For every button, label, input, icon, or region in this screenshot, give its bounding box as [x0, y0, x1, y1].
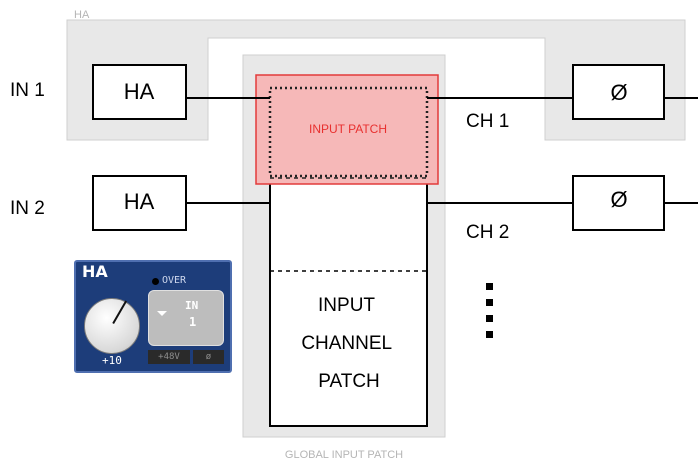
over-led-icon — [152, 278, 159, 285]
over-label: OVER — [162, 275, 187, 286]
phase-box-1 — [572, 64, 665, 120]
input-label-1: IN 1 — [10, 80, 45, 101]
ha-region — [66, 19, 686, 141]
channel-patch-text: INPUT CHANNEL PATCH — [301, 295, 396, 392]
phase-box-2-symbol: Ø — [610, 187, 627, 212]
input-patch-box — [255, 74, 439, 185]
phase-box-2 — [572, 175, 665, 231]
ha-region-label: HA — [74, 9, 90, 21]
channel-label-2: CH 2 — [466, 222, 509, 243]
global-input-patch-label: GLOBAL INPUT PATCH — [285, 449, 403, 461]
ha-box-2-label: HA — [124, 189, 155, 214]
ha-box-2 — [92, 175, 187, 231]
patch-label-bottom: 1 — [189, 315, 197, 329]
phantom-power-button[interactable]: +48V — [148, 350, 190, 364]
patch-label-top: IN — [185, 299, 199, 312]
patch-dropdown-icon — [157, 311, 167, 316]
vertical-dots-icon — [486, 283, 493, 338]
phase-button[interactable]: ø — [193, 350, 224, 364]
gain-value: +10 — [102, 354, 122, 367]
ha-box-1-label: HA — [124, 79, 155, 104]
ha-widget-title: HA — [82, 262, 108, 281]
phase-box-1-symbol: Ø — [610, 80, 627, 105]
gain-knob[interactable] — [84, 298, 140, 354]
input-label-2: IN 2 — [10, 198, 45, 219]
input-patch-dotted-box — [268, 86, 429, 178]
input-patch-button[interactable]: IN 1 — [148, 290, 224, 346]
input-patch-label: INPUT PATCH — [309, 122, 387, 136]
ha-widget: HA OVER +10 IN 1 +48V ø — [74, 260, 232, 373]
channel-label-1: CH 1 — [466, 111, 509, 132]
ha-box-1 — [92, 64, 187, 120]
